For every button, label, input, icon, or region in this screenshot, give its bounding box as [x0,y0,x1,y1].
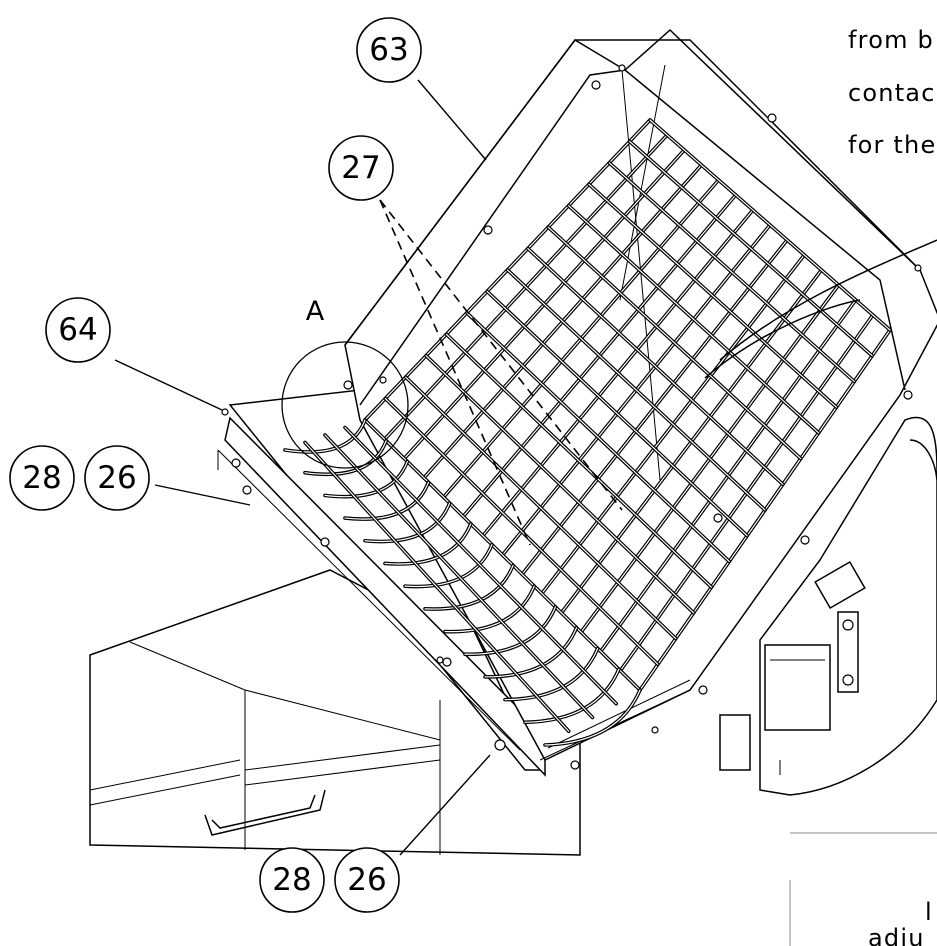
callout-26-lower-label: 26 [347,862,386,898]
leader-63 [417,79,487,161]
grid-wire-horizontal [567,205,820,434]
callout-64: 64 [45,297,111,363]
callout-28-lower: 28 [259,847,325,913]
grid-wire-horizontal [629,140,873,357]
callout-28-lower-label: 28 [272,862,311,898]
wire-grid [283,118,892,747]
grid-wire-horizontal [405,376,677,640]
tray-base-frame [217,389,580,777]
callout-27-label: 27 [341,150,380,186]
callout-28-upper: 28 [9,445,75,511]
bottom-text-line-2: adju [868,924,925,946]
bottom-text-line-1: l [925,898,933,926]
tray-wire-straight [344,426,617,705]
side-text-line-2: contac [848,79,936,107]
grid-wire-horizontal [649,119,891,331]
callout-64-label: 64 [58,312,97,348]
leader-lines [114,79,623,856]
grid-wire-horizontal [445,333,713,588]
leader-27b [379,199,623,511]
detail-circle-a [281,341,409,469]
side-text-line-3: for the [848,131,936,159]
callout-63: 63 [356,17,422,83]
side-frame [719,416,937,796]
callout-63-label: 63 [369,32,408,68]
grid-wire-horizontal [547,226,802,460]
bottom-panel: l adju [789,830,937,946]
motor-box [764,644,831,731]
grid-wire-horizontal [506,269,766,511]
grid-wire-horizontal [527,247,784,485]
side-text-line-1: from b [848,26,934,54]
callout-28-upper-label: 28 [22,460,61,496]
tray-wire-straight [324,434,594,719]
callout-26-upper: 26 [84,445,150,511]
callout-26-lower: 26 [334,847,400,913]
leader-64 [114,359,223,411]
side-text: from b contac for the [820,0,937,170]
tray-wire-curved [544,689,641,746]
tray-wire-straight [304,441,570,732]
callout-26-upper-label: 26 [97,460,136,496]
grid-wire-horizontal [466,312,730,563]
grid-wire-horizontal [486,290,748,537]
grid-wire-horizontal [384,397,659,665]
leader-27a [379,199,531,546]
detail-label-a: A [306,296,325,327]
grid-wire-horizontal [425,355,695,614]
leader-28-26-upper [154,484,251,506]
detail-leader-b [719,239,937,361]
handle [204,789,326,836]
callout-27: 27 [328,135,394,201]
grid-wire-horizontal [608,162,855,383]
grid-wire-horizontal [588,183,838,408]
leader-28-26-lower [399,754,491,856]
grid-wire-horizontal [364,419,641,691]
